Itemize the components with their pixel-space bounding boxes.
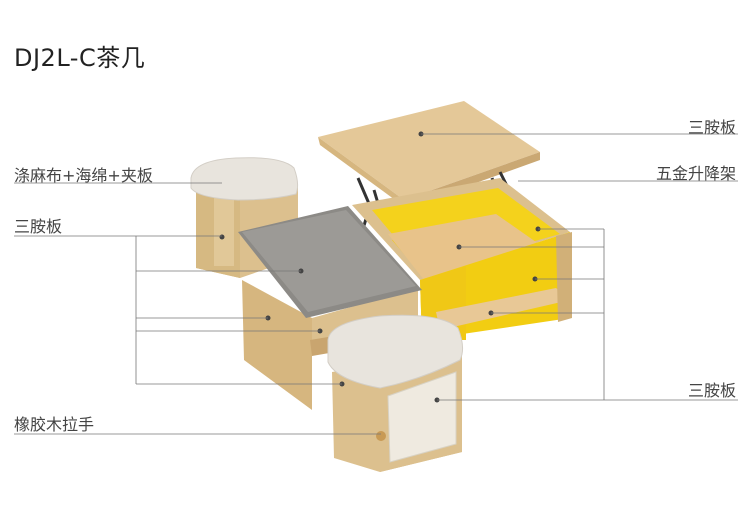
label-right-panel: 三胺板 — [687, 381, 736, 400]
label-stool-material: 涤麻布+海绵+夹板 — [14, 166, 153, 185]
label-top-panel: 三胺板 — [687, 118, 736, 137]
label-left-panel: 三胺板 — [14, 217, 63, 236]
dot-left-panel — [219, 234, 225, 240]
wood-knob-icon — [376, 431, 386, 441]
page-title: DJ2L-C茶几 — [14, 44, 146, 72]
label-handle: 橡胶木拉手 — [14, 415, 95, 434]
label-lift-hardware: 五金升降架 — [655, 164, 736, 183]
leader-lines — [14, 133, 738, 435]
front-stool — [327, 314, 464, 472]
side-table — [238, 206, 422, 410]
